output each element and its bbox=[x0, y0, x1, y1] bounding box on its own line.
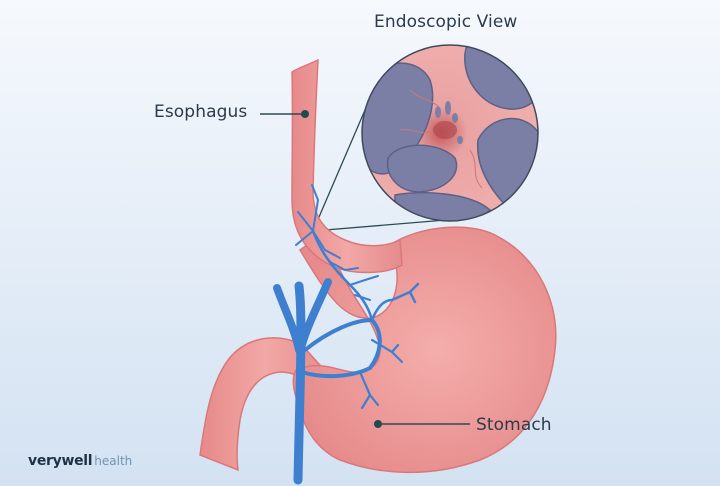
stomach-pointer bbox=[374, 420, 470, 428]
brand-primary: verywell bbox=[28, 453, 93, 469]
esophagus-label: Esophagus bbox=[154, 102, 248, 122]
esophagus-shape bbox=[291, 58, 403, 274]
stomach-label: Stomach bbox=[476, 415, 552, 435]
veins bbox=[273, 184, 420, 485]
endoscopic-view-lens bbox=[361, 44, 539, 222]
endoscopic-view-title: Endoscopic View bbox=[374, 12, 518, 32]
brand-secondary: health bbox=[94, 454, 133, 468]
esophagus-pointer bbox=[260, 110, 309, 118]
